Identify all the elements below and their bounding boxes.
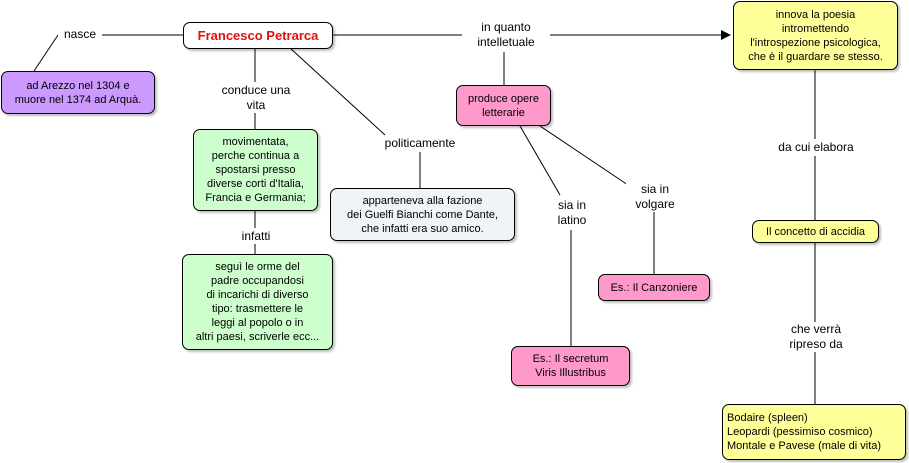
label-infatti: infatti xyxy=(234,229,278,244)
label-conduce: conduce una vita xyxy=(212,83,300,113)
label-che-verra: che verrà ripreso da xyxy=(778,322,854,352)
heirs-node[interactable]: Bodaire (spleen) Leopardi (pessimiso cos… xyxy=(722,404,906,460)
father-node[interactable]: seguì le orme del padre occupandosi di i… xyxy=(182,254,333,350)
accidia-node[interactable]: Il concetto di accidia xyxy=(752,220,879,243)
label-sia-volgare: sia in volgare xyxy=(626,182,684,212)
vulgar-example-node[interactable]: Es.: Il Canzoniere xyxy=(598,274,710,301)
label-nasce: nasce xyxy=(58,27,102,42)
edge-nasce-birth xyxy=(33,34,59,72)
birth-node[interactable]: ad Arezzo nel 1304 e muore nel 1374 ad A… xyxy=(1,71,155,114)
poetry-node[interactable]: innova la poesia intromettendo l'introsp… xyxy=(733,1,898,70)
label-politicamente: politicamente xyxy=(373,136,467,151)
edge-main-politics xyxy=(289,47,386,136)
main-topic-node[interactable]: Francesco Petrarca xyxy=(183,22,333,49)
life-node[interactable]: movimentata, perche continua a spostarsi… xyxy=(193,129,318,211)
latin-example-node[interactable]: Es.: Il secretum Viris Illustribus xyxy=(511,346,630,386)
edge-works-latino xyxy=(519,125,561,196)
label-in-quanto: in quanto intelletuale xyxy=(462,20,550,50)
works-node[interactable]: produce opere letterarie xyxy=(456,85,551,126)
label-da-cui: da cui elabora xyxy=(768,140,864,155)
edge-works-volgare xyxy=(539,125,629,186)
politics-node[interactable]: apparteneva alla fazione dei Guelfi Bian… xyxy=(330,188,515,241)
label-sia-latino: sia in latino xyxy=(548,198,596,228)
